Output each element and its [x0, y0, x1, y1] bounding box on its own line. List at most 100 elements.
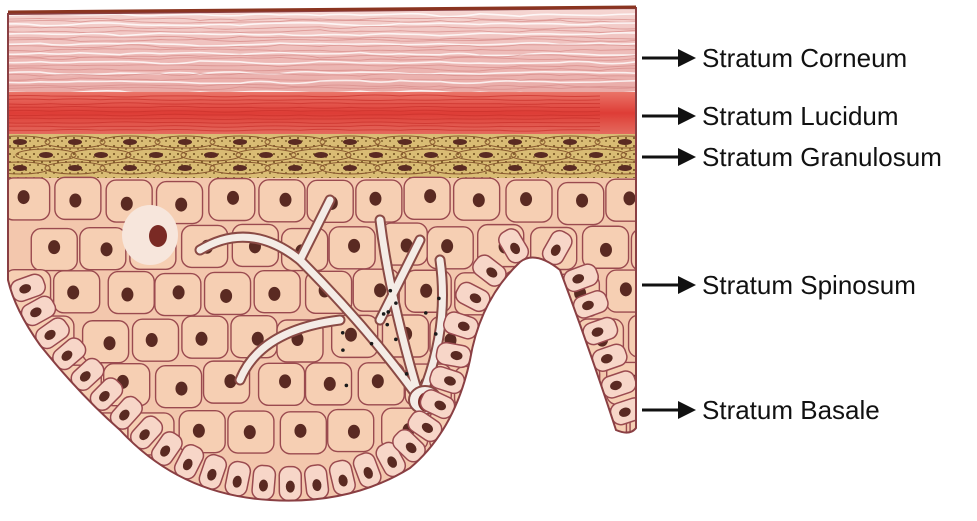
spinosum-nucleus [522, 283, 534, 297]
spinosum-nucleus [244, 425, 256, 439]
granulosum-nucleus [424, 152, 438, 158]
granulosum-nucleus [123, 165, 137, 171]
label-spinosum: Stratum Spinosum [640, 265, 916, 305]
right-arrow-icon [640, 104, 698, 128]
spinosum-cell [554, 364, 600, 406]
melanin-granule [434, 332, 438, 336]
granulosum-nucleus [534, 152, 548, 158]
spinosum-nucleus [441, 239, 453, 253]
spinosum-nucleus [294, 424, 306, 438]
spinosum-nucleus [101, 242, 113, 256]
spinosum-nucleus [374, 283, 386, 297]
granulosum-nucleus [453, 139, 467, 145]
tissue-layers [0, 0, 681, 516]
basale-nucleus [286, 481, 295, 493]
granulosum-nucleus [563, 139, 577, 145]
granulosum-nucleus [314, 152, 328, 158]
granulosum-nucleus [398, 165, 412, 171]
spinosum-nucleus [69, 193, 81, 207]
granulosum-nucleus [398, 139, 412, 145]
spinosum-nucleus [268, 287, 280, 301]
granulosum-nucleus [508, 165, 522, 171]
label-basale: Stratum Basale [640, 390, 880, 430]
label-granulosum-text: Stratum Granulosum [702, 142, 942, 173]
spinosum-nucleus [369, 192, 381, 206]
granulosum-nucleus [149, 152, 163, 158]
spinosum-cell [505, 362, 551, 404]
right-arrow-icon [640, 46, 698, 70]
label-basale-text: Stratum Basale [702, 395, 880, 426]
spinosum-nucleus [545, 422, 557, 436]
spinosum-cell [529, 317, 575, 359]
basale-cell-group [279, 467, 301, 501]
melanin-granule [386, 310, 390, 314]
melanin-granule [437, 297, 441, 301]
spinosum-nucleus [279, 374, 291, 388]
granulosum-nucleus [13, 165, 27, 171]
spinosum-nucleus [546, 330, 558, 344]
label-spinosum-text: Stratum Spinosum [702, 270, 916, 301]
melanin-granule [405, 372, 409, 376]
spinosum-nucleus [18, 190, 30, 204]
granulosum-nucleus [343, 139, 357, 145]
melanin-granule [385, 323, 389, 327]
granulosum-nucleus [123, 139, 137, 145]
granulosum-nucleus [13, 139, 27, 145]
spinosum-nucleus [348, 425, 360, 439]
granulosum-nucleus [479, 152, 493, 158]
label-corneum-text: Stratum Corneum [702, 43, 907, 74]
spinosum-nucleus [520, 192, 532, 206]
spinosum-nucleus [121, 197, 133, 211]
pale-cell-nucleus [149, 225, 167, 247]
spinosum-nucleus [67, 285, 79, 299]
spinosum-nucleus [521, 374, 533, 388]
spinosum-nucleus [601, 426, 613, 440]
spinosum-nucleus [572, 378, 584, 392]
spinosum-nucleus [620, 282, 632, 296]
melanin-granule [370, 342, 374, 346]
right-arrow-icon [640, 398, 698, 422]
granulosum-nucleus [288, 139, 302, 145]
granulosum-nucleus [68, 165, 82, 171]
spinosum-nucleus [345, 328, 357, 342]
spinosum-nucleus [576, 194, 588, 208]
spinosum-nucleus [195, 332, 207, 346]
spinosum-nucleus [227, 191, 239, 205]
label-lucidum-text: Stratum Lucidum [702, 101, 899, 132]
melanin-granule [394, 338, 398, 342]
spinosum-cell [504, 271, 550, 313]
label-lucidum: Stratum Lucidum [640, 96, 899, 136]
spinosum-nucleus [173, 285, 185, 299]
granulosum-nucleus [369, 152, 383, 158]
granulosum-nucleus [453, 165, 467, 171]
spinosum-nucleus [48, 240, 60, 254]
spinosum-nucleus [23, 382, 35, 396]
granulosum-nucleus [288, 165, 302, 171]
granulosum-nucleus [178, 139, 192, 145]
spinosum-nucleus [496, 422, 508, 436]
melanin-granule [394, 301, 398, 305]
granulosum-nucleus [233, 165, 247, 171]
melanin-granule [345, 384, 349, 388]
granulosum-nucleus [39, 152, 53, 158]
granulosum-nucleus [563, 165, 577, 171]
label-granulosum: Stratum Granulosum [640, 137, 942, 177]
spinosum-nucleus [473, 193, 485, 207]
spinosum-nucleus [424, 189, 436, 203]
label-corneum: Stratum Corneum [640, 38, 907, 78]
spinosum-nucleus [372, 374, 384, 388]
right-arrow-icon [640, 145, 698, 169]
melanin-granule [341, 331, 345, 335]
spinosum-nucleus [104, 336, 116, 350]
melanin-granule [389, 289, 393, 293]
spinosum-nucleus [420, 284, 432, 298]
spinosum-nucleus [500, 331, 512, 345]
spinosum-nucleus [600, 243, 612, 257]
spinosum-nucleus [646, 244, 658, 258]
spinosum-nucleus [146, 333, 158, 347]
granulosum-nucleus [259, 152, 273, 158]
spinosum-cell [479, 410, 525, 452]
spinosum-nucleus [348, 239, 360, 253]
spinosum-nucleus [175, 382, 187, 396]
